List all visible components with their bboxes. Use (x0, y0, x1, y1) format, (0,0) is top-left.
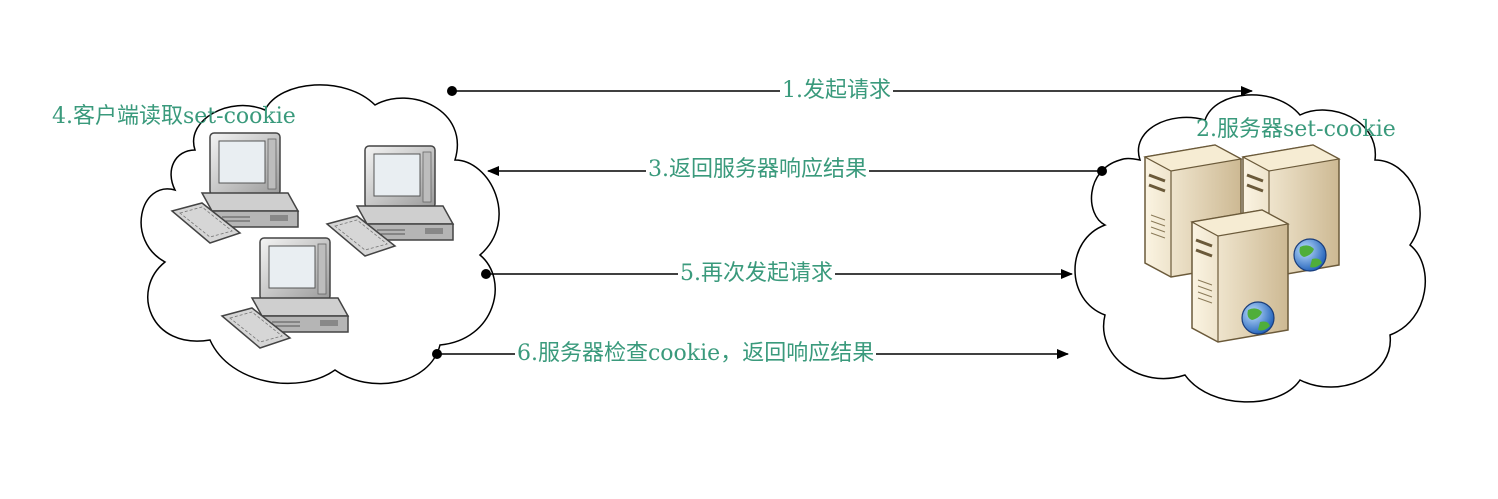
arrow-origin-dot (432, 349, 442, 359)
arrow-origin-dot (447, 86, 457, 96)
arrow-origin-dot (481, 269, 491, 279)
step-label-6: 6.服务器检查cookie，返回响应结果 (515, 341, 877, 367)
arrow-origin-dot (1097, 166, 1107, 176)
server-icon (1190, 208, 1290, 344)
step-label-1: 1.发起请求 (780, 78, 893, 104)
step-label-3: 3.返回服务器响应结果 (646, 157, 869, 183)
step-label-5: 5.再次发起请求 (678, 261, 835, 287)
server-label: 2.服务器set-cookie (1196, 117, 1396, 142)
client-label: 4.客户端读取set-cookie (52, 104, 296, 129)
